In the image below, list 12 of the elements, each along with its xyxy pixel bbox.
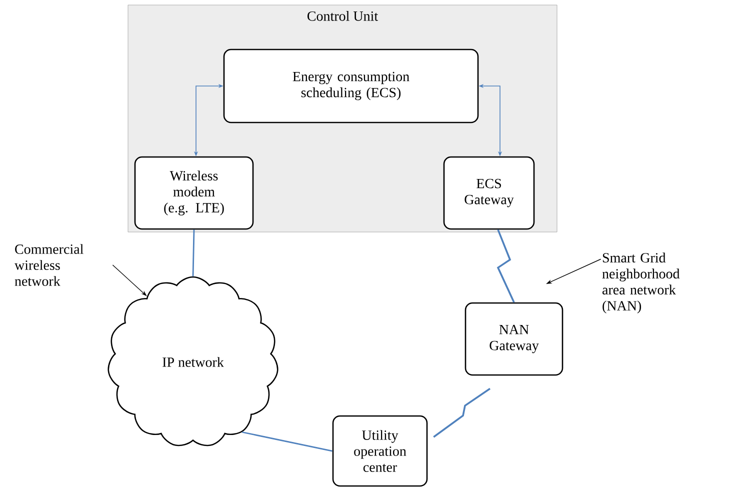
process-box: Utility operation center (332, 415, 428, 487)
wireless-link (433, 388, 491, 438)
process-box: NAN Gateway (464, 302, 564, 376)
network-cloud: IP network (108, 276, 278, 446)
annotation-text: Smart Grid neighborhood area network (NAN) (602, 252, 680, 314)
connector-line (242, 431, 332, 452)
connector-line (192, 230, 195, 276)
process-box: Energy consumption scheduling (ECS) (223, 48, 479, 124)
process-box: Wireless modem (e.g. LTE) (134, 156, 254, 230)
wireless-link (496, 229, 515, 303)
process-box: ECS Gateway (443, 156, 535, 230)
annotation-text: Commercial wireless network (14, 244, 84, 286)
